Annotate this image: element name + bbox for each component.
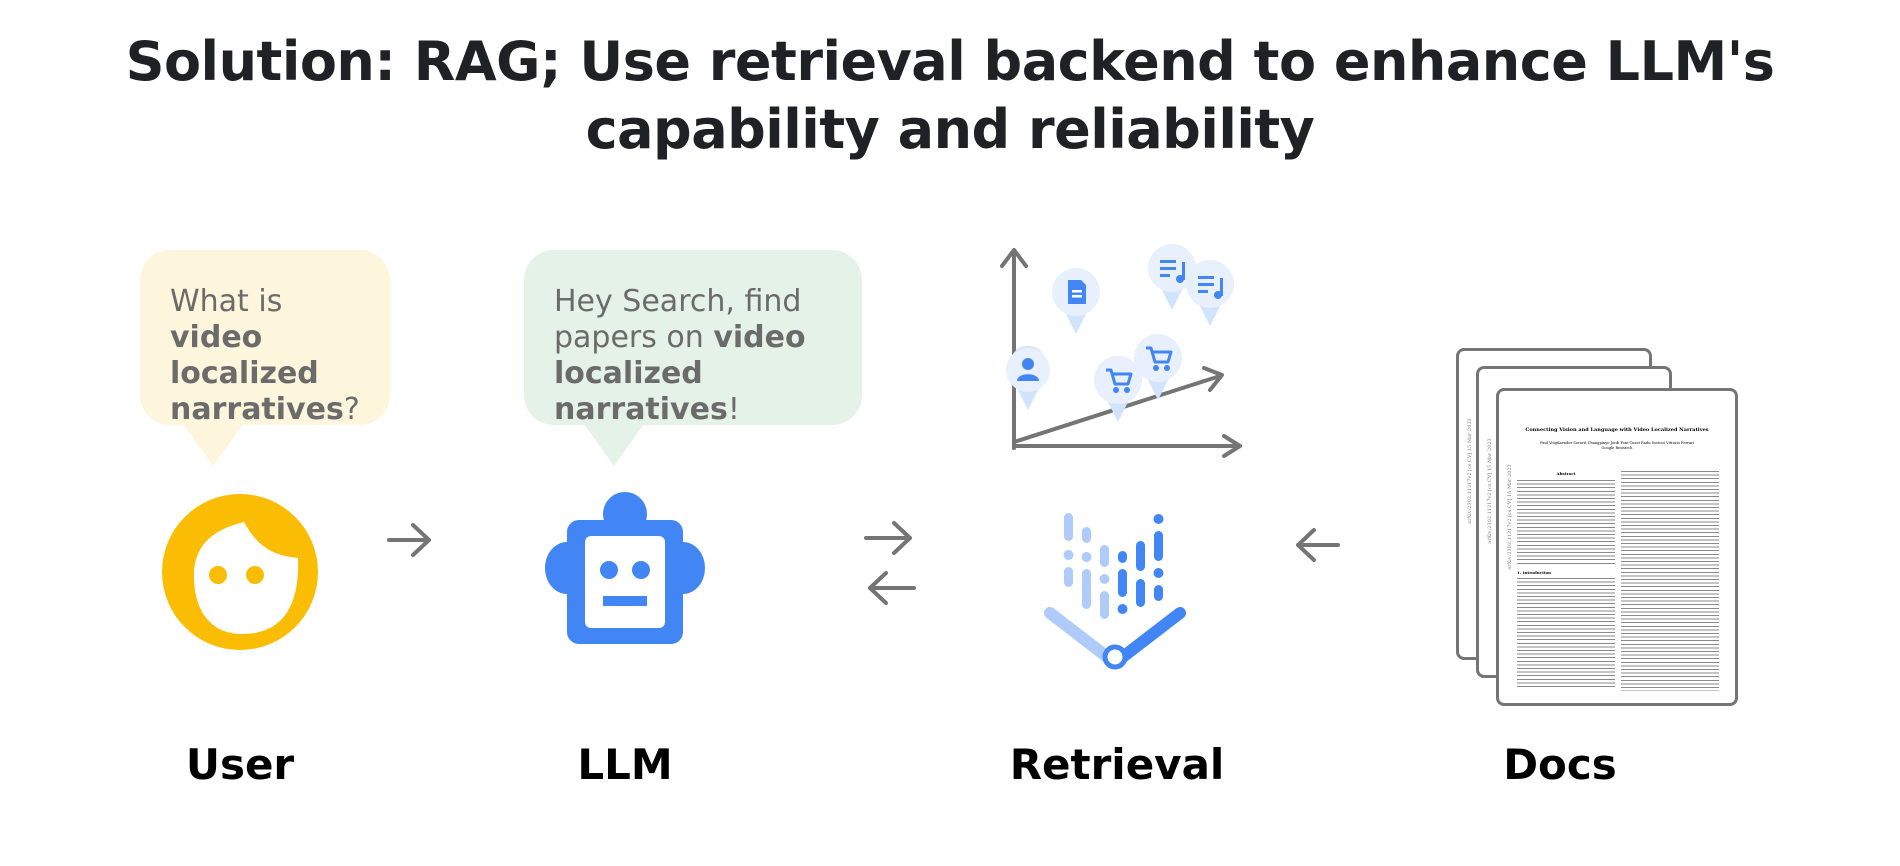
arxiv-id-front: arXiv:2302.11217v2 [cs.CV] 15 Mar 2023 xyxy=(1507,464,1513,570)
llm-bubble-text-1: Hey Search, find xyxy=(554,284,802,319)
title-line-2: capability and reliability xyxy=(585,98,1315,161)
user-speech-bubble: What is video localized narratives? xyxy=(140,250,390,427)
arrow-left-icon xyxy=(1296,528,1340,562)
document-stack-icon: Connecting Vision and Language with Vide… xyxy=(1456,348,1738,706)
label-llm: LLM xyxy=(577,740,673,789)
paper-abstract-lines xyxy=(1517,480,1615,566)
arrow-right-icon xyxy=(387,523,431,557)
paper-intro-heading: 1. Introduction xyxy=(1517,570,1552,575)
page-title: Solution: RAG; Use retrieval backend to … xyxy=(0,28,1900,164)
llm-speech-bubble: Hey Search, find papers on video localiz… xyxy=(524,250,862,427)
label-docs: Docs xyxy=(1503,740,1617,789)
bidirectional-arrows-icon xyxy=(864,521,916,605)
llm-bubble-text-3: ! xyxy=(727,392,740,427)
title-line-1: Solution: RAG; Use retrieval backend to … xyxy=(125,30,1775,93)
paper-title: Connecting Vision and Language with Vide… xyxy=(1525,427,1709,433)
user-face-icon xyxy=(162,494,318,650)
arxiv-id-back: arXiv:2302.11217v2 [cs.CV] 15 Mar 2023 xyxy=(1467,418,1473,524)
retrieval-icon xyxy=(1044,513,1186,670)
user-bubble-tail xyxy=(183,424,243,466)
user-bubble-bold-2: localized xyxy=(170,356,319,391)
paper-abstract-heading: Abstract xyxy=(1556,471,1576,476)
doc-page-front: Connecting Vision and Language with Vide… xyxy=(1496,388,1738,706)
paper-right-column xyxy=(1621,471,1719,691)
llm-bubble-tail xyxy=(584,424,644,466)
label-user: User xyxy=(185,740,295,789)
user-bubble-bold-1: video xyxy=(170,320,263,355)
label-retrieval: Retrieval xyxy=(1009,740,1225,789)
user-bubble-text-1: What is xyxy=(170,284,283,319)
llm-bubble-text-2: papers on xyxy=(554,320,714,355)
paper-authors: Paul Voigtlaender Soravit Changpinyo Jor… xyxy=(1540,441,1694,445)
user-bubble-text-2: ? xyxy=(343,392,360,427)
scatter-plot-icon xyxy=(1000,244,1242,458)
robot-icon xyxy=(545,492,705,644)
arxiv-id-middle: arXiv:2302.11217v2 [cs.CV] 15 Mar 2023 xyxy=(1487,438,1493,544)
llm-bubble-bold-2: localized narratives xyxy=(554,356,728,427)
paper-affiliation: Google Research xyxy=(1601,446,1633,450)
llm-bubble-bold-1: video xyxy=(713,320,806,355)
paper-intro-lines xyxy=(1517,578,1615,688)
user-bubble-bold-3: narratives xyxy=(170,392,344,427)
